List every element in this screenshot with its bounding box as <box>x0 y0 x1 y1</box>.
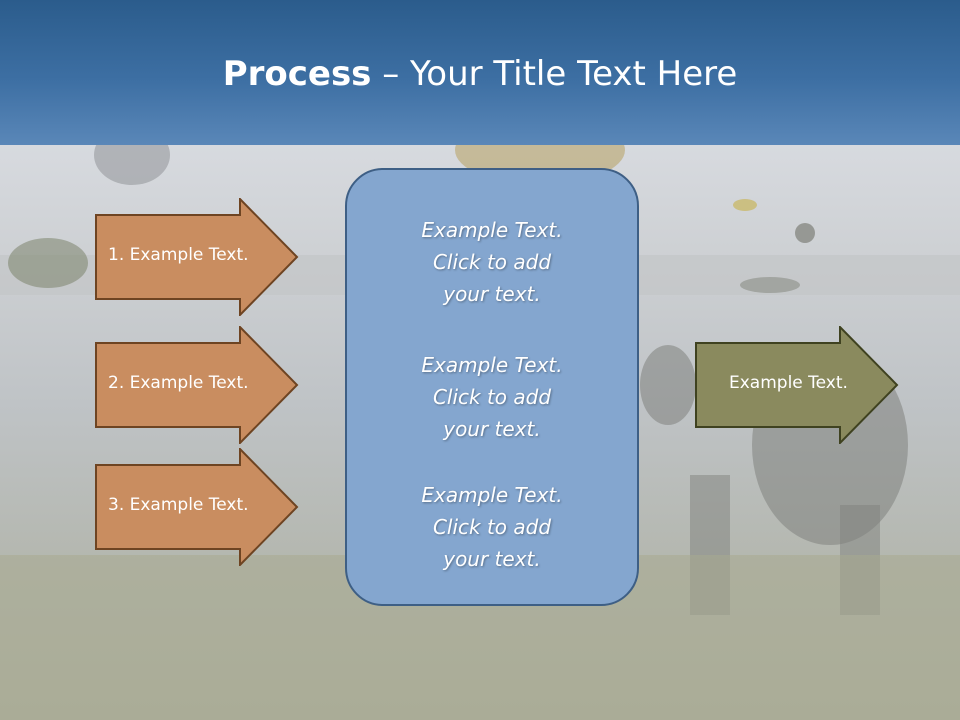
center-text-item-1: Example Text. Click to add your text. <box>347 214 637 310</box>
center-line: Click to add <box>432 385 552 409</box>
title-bar <box>0 0 960 145</box>
title-bold: Process <box>222 54 372 94</box>
center-line: your text. <box>443 417 541 441</box>
step-arrow-1[interactable]: 1. Example Text. <box>95 198 300 316</box>
result-arrow[interactable]: Example Text. <box>695 326 900 444</box>
center-line: your text. <box>443 282 541 306</box>
result-arrow-label: Example Text. <box>729 373 848 393</box>
step-arrow-label: 1. Example Text. <box>108 245 249 265</box>
center-line: Click to add <box>432 250 552 274</box>
slide-title[interactable]: Process – Your Title Text Here <box>0 52 960 96</box>
center-line: Example Text. <box>421 483 563 507</box>
title-text: – Your Title Text Here <box>371 54 738 94</box>
step-arrow-label: 3. Example Text. <box>108 495 249 515</box>
center-line: Click to add <box>432 515 552 539</box>
step-arrow-2[interactable]: 2. Example Text. <box>95 326 300 444</box>
center-text-item-2: Example Text. Click to add your text. <box>347 349 637 445</box>
center-line: Example Text. <box>421 353 563 377</box>
center-text-item-3: Example Text. Click to add your text. <box>347 479 637 575</box>
center-line: your text. <box>443 547 541 571</box>
center-text-box[interactable]: Example Text. Click to add your text. Ex… <box>345 168 639 606</box>
step-arrow-3[interactable]: 3. Example Text. <box>95 448 300 566</box>
center-line: Example Text. <box>421 218 563 242</box>
step-arrow-label: 2. Example Text. <box>108 373 249 393</box>
